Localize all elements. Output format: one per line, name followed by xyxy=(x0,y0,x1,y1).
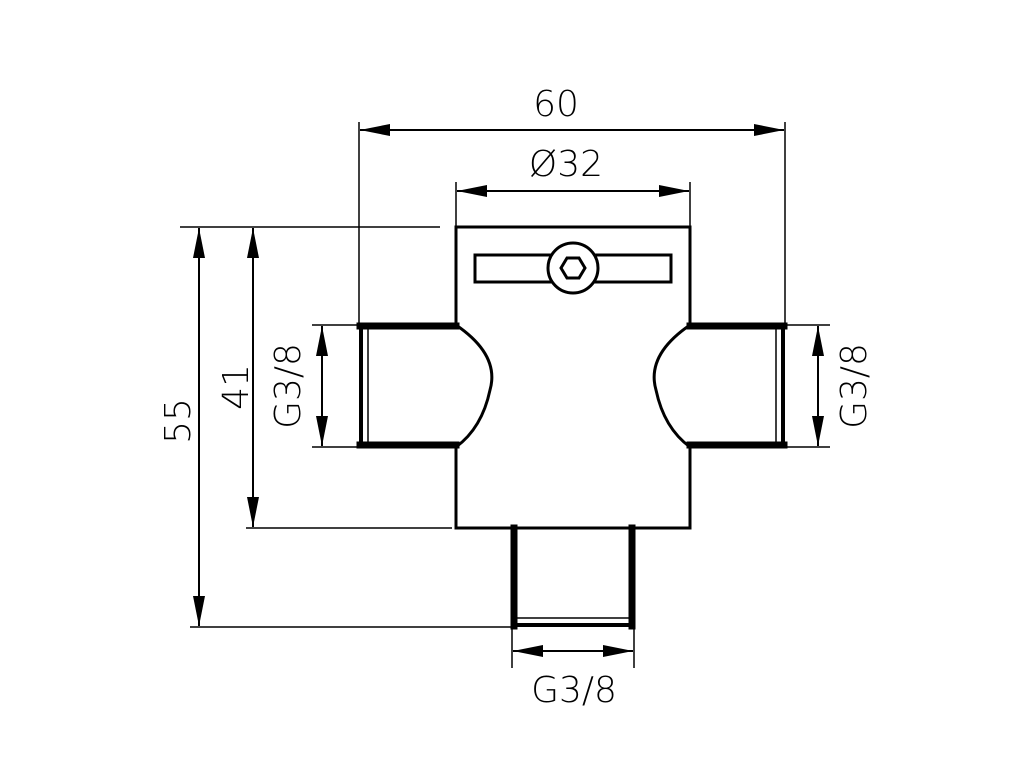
body-outline xyxy=(454,225,692,530)
label-overall-width: 60 xyxy=(533,84,579,125)
extension-lines xyxy=(180,122,830,668)
left-port-curve xyxy=(453,322,494,450)
dimension-lines xyxy=(193,124,824,657)
label-thread-bottom: G3/8 xyxy=(531,670,617,711)
label-overall-height: 55 xyxy=(158,398,199,444)
right-port-curve xyxy=(652,322,693,450)
label-thread-left: G3/8 xyxy=(268,343,309,429)
valve-body xyxy=(356,225,788,630)
label-thread-right: G3/8 xyxy=(834,343,875,429)
hex-socket-handle-icon xyxy=(559,256,587,280)
label-body-height: 41 xyxy=(216,364,257,410)
dimension-labels: 60 Ø32 55 41 G3/8 G3/8 G3/8 xyxy=(158,84,875,711)
label-body-diameter: Ø32 xyxy=(529,144,603,185)
handle-hub xyxy=(546,241,600,295)
